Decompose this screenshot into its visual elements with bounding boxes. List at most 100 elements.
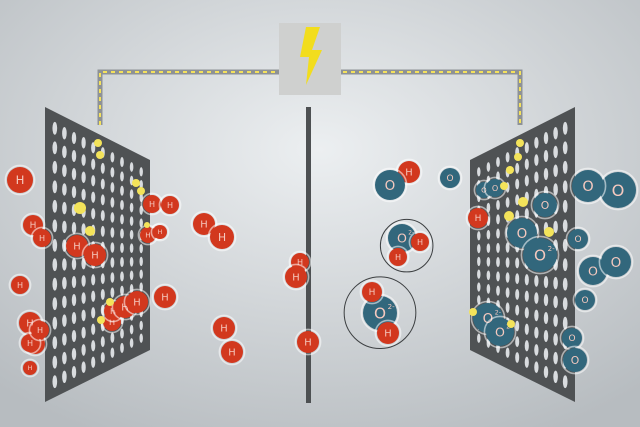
molecules-layer: HHHHHHHHHHHHHHHHHHHHHHHHHHHHHHOOOOOOOOOO… <box>4 139 639 378</box>
electrode-hole <box>553 314 558 327</box>
electrode-hole <box>62 370 67 384</box>
electrode-hole <box>505 197 510 208</box>
electrode-hole <box>120 271 124 282</box>
hydrogen-atom-body <box>126 291 148 313</box>
electrode-hole <box>100 194 105 206</box>
electrode-hole <box>110 287 115 298</box>
electrode-hole <box>81 188 86 201</box>
electrode-hole <box>515 288 520 300</box>
hydrogen-symbol: H <box>37 325 43 335</box>
electrode-hole <box>515 210 520 222</box>
electrode-hole <box>562 219 568 233</box>
electrode-hole <box>553 370 558 384</box>
oxygen-atom-halo <box>530 190 560 220</box>
electron <box>74 202 86 214</box>
electrode-hole <box>110 182 115 193</box>
electrode-hole <box>120 342 124 353</box>
electrode-hole <box>120 214 124 225</box>
hydrogen-symbol: H <box>200 220 207 231</box>
electrode-hole <box>534 171 539 184</box>
electrode-hole <box>91 158 96 170</box>
electrode-hole <box>81 309 86 322</box>
electrode-hole <box>477 243 481 254</box>
electrode-hole <box>486 243 491 254</box>
electrode-hole <box>120 199 124 211</box>
electrode-hole <box>81 326 86 339</box>
electrode-hole <box>562 199 568 213</box>
electrode-hole <box>562 258 568 272</box>
oxygen-atom-halo <box>372 167 408 203</box>
electrode-hole <box>496 285 500 296</box>
hydrogen-symbol: H <box>17 280 23 290</box>
electrode-hole <box>71 329 77 343</box>
electrode-hole <box>100 336 105 348</box>
hydrogen-symbol: H <box>73 242 80 253</box>
electrode-hole <box>553 351 558 365</box>
hydrogen-symbol: H <box>121 303 128 314</box>
electrode-hole <box>139 218 143 228</box>
electrode-hole <box>100 178 105 190</box>
electrode-hole <box>524 175 529 187</box>
hydrogen-atom-body <box>31 321 49 339</box>
electron <box>96 151 104 159</box>
hydrogen-atom: H <box>28 318 52 342</box>
electrode-hole <box>81 292 86 304</box>
hydrogen-symbol: H <box>292 273 299 284</box>
oxygen-atom-body <box>486 179 504 197</box>
electrode-hole <box>91 323 96 335</box>
electrode-hole <box>52 160 58 174</box>
hydrogen-atom: H <box>158 193 182 217</box>
hydrogen-atom: H <box>207 222 237 252</box>
oxygen-atom: O <box>569 167 607 205</box>
electrode-hole <box>62 183 67 196</box>
electrode-hole <box>62 276 67 290</box>
electron <box>85 226 95 236</box>
oxygen-symbol: O <box>446 174 453 184</box>
electrode-hole <box>91 290 96 302</box>
hydrogen-symbol: H <box>475 214 482 224</box>
hydrogen-symbol: H <box>405 168 412 179</box>
hydrogen-atom-halo <box>150 222 170 242</box>
hydrogen-atom-halo <box>294 328 322 356</box>
electrode-hole <box>81 171 86 184</box>
electrode-hole <box>477 295 481 305</box>
electrode-hole <box>534 309 539 322</box>
electrode-hole <box>110 242 115 253</box>
hydrogen-atom-body <box>411 233 429 251</box>
electrode-hole <box>505 152 510 163</box>
electrode-hole <box>515 336 520 348</box>
oxygen-atom-halo <box>565 226 591 252</box>
electrode-hole <box>110 272 115 283</box>
electrode-hole <box>505 302 510 313</box>
electrode-hole <box>129 202 134 213</box>
electrode-hole <box>52 219 58 233</box>
electrode-hole <box>534 361 539 374</box>
hydrogen-atom-halo <box>218 338 246 366</box>
oxygen-atom: O <box>530 190 560 220</box>
oxygen-symbol: O <box>495 324 505 339</box>
ion-charge: 2- <box>388 302 396 311</box>
electron <box>516 139 524 147</box>
electrode-hole <box>120 185 124 196</box>
electrode-hole <box>129 270 134 281</box>
electrode-hole <box>515 304 520 316</box>
electrode-hole <box>110 257 115 268</box>
electron <box>469 308 477 316</box>
electrode-hole <box>496 228 500 239</box>
electrode-hole <box>543 167 549 181</box>
electrode-hole <box>139 333 143 343</box>
electrode-hole <box>100 352 105 363</box>
electron <box>94 139 102 147</box>
electrode-hole <box>81 257 86 270</box>
oxygen-atom-halo <box>569 167 607 205</box>
hydrogen-symbol: H <box>384 329 391 340</box>
electrode-hole <box>110 167 115 178</box>
electrode-hole <box>52 316 58 330</box>
hydrogen-symbol: H <box>220 324 227 335</box>
oxygen-atom-halo <box>437 165 463 191</box>
electrode-hole <box>91 356 96 368</box>
electrode-hole <box>62 220 67 234</box>
electrode-hole <box>486 202 491 213</box>
